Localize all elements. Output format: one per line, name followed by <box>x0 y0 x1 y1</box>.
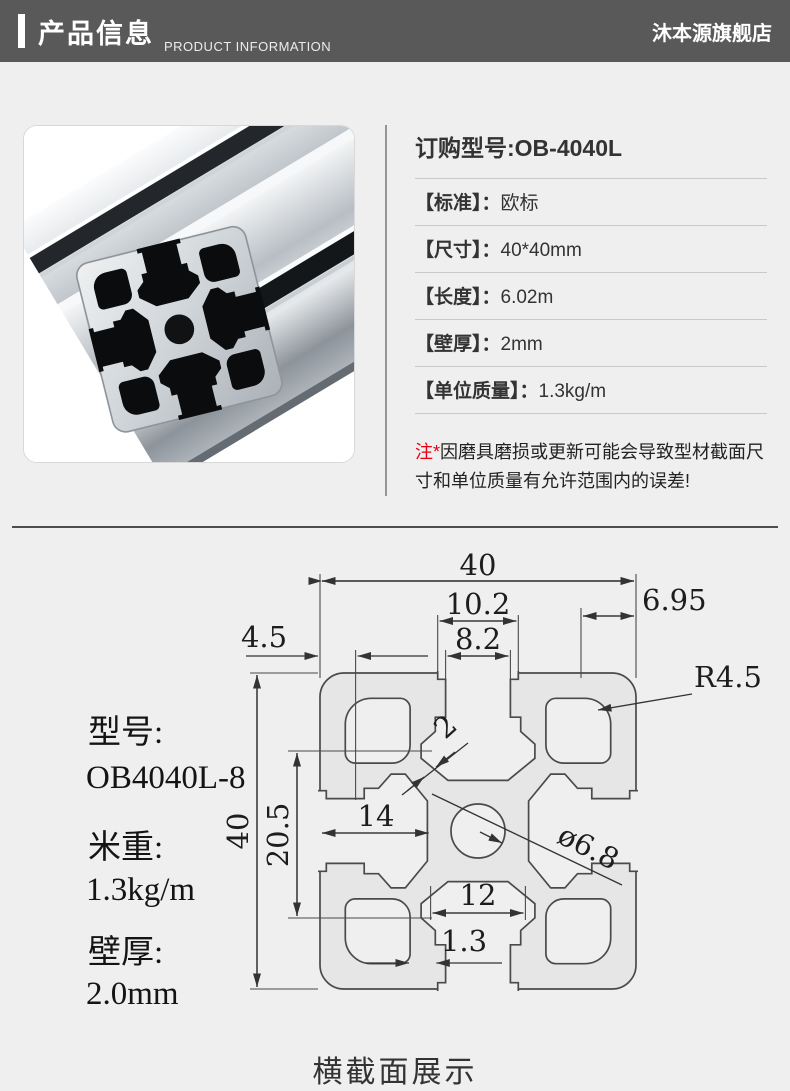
spec-label: 【标准】： <box>415 193 501 214</box>
spec-value: 2mm <box>500 334 543 355</box>
tolerance-note: 注*因磨具磨损或更新可能会导致型材截面尺寸和单位质量有允许范围内的误差! <box>415 438 770 496</box>
note-prefix: 注* <box>415 442 441 462</box>
spec-value: 40*40mm <box>500 240 582 261</box>
dim-cavity-span: 20.5 <box>261 802 295 867</box>
spec-row-size: 【尺寸】：40*40mm <box>415 226 767 273</box>
dim-corner-radius: R4.5 <box>694 660 762 694</box>
page-subtitle: PRODUCT INFORMATION <box>164 39 332 54</box>
dim-edge-step: 4.5 <box>241 620 287 654</box>
center-hole <box>450 802 506 859</box>
cross-section-drawing: 40 10.2 8.2 6.95 4.5 R4.5 2 14 20.5 40 ø… <box>0 538 790 1035</box>
order-model-title: 订购型号:OB-4040L <box>415 125 767 179</box>
spec-label: 【单位质量】： <box>415 381 539 402</box>
meter-weight-label: 米重: <box>88 829 163 866</box>
wall-label: 壁厚: <box>88 934 163 971</box>
spec-panel: 订购型号:OB-4040L 【标准】：欧标 【尺寸】：40*40mm 【长度】：… <box>385 125 767 496</box>
spec-label: 【尺寸】： <box>415 240 501 261</box>
extension-lines <box>250 573 637 990</box>
model-label: 型号: <box>88 715 163 751</box>
dimension-lines <box>246 576 693 987</box>
product-section: 订购型号:OB-4040L 【标准】：欧标 【尺寸】：40*40mm 【长度】：… <box>0 125 790 496</box>
meter-weight-value: 1.3kg/m <box>86 872 195 908</box>
dim-core-width: 12 <box>460 878 497 912</box>
profile-shape <box>317 669 639 992</box>
product-photo <box>24 126 354 462</box>
dim-slot-outer: 10.2 <box>446 587 511 621</box>
dim-core-offset: 14 <box>358 799 395 833</box>
spec-row-unit-weight: 【单位质量】：1.3kg/m <box>415 367 767 414</box>
photo-cross-section-face <box>73 223 286 436</box>
spec-row-standard: 【标准】：欧标 <box>415 179 767 226</box>
drawing-svg: 40 10.2 8.2 6.95 4.5 R4.5 2 14 20.5 40 ø… <box>86 548 762 1012</box>
model-value: OB4040L-8 <box>86 760 246 796</box>
spec-label: 【长度】： <box>415 287 501 308</box>
section-divider <box>12 525 778 528</box>
dim-corner-offset: 6.95 <box>642 583 707 617</box>
store-name: 沐本源旗舰店 <box>652 22 772 45</box>
page-title: 产品信息 <box>38 18 154 49</box>
spec-value: 1.3kg/m <box>538 381 607 402</box>
dim-lip-wall: 1.3 <box>441 924 487 958</box>
photo-center-hole <box>164 314 195 345</box>
spec-row-length: 【长度】：6.02m <box>415 273 767 320</box>
spec-value: 欧标 <box>500 193 539 214</box>
spec-value: 6.02m <box>500 287 554 308</box>
dim-height-left: 40 <box>221 812 255 849</box>
dim-width-top: 40 <box>460 548 497 582</box>
wall-value: 2.0mm <box>86 976 179 1012</box>
header-accent-bar <box>18 14 25 48</box>
dim-slot-opening: 8.2 <box>455 622 501 656</box>
spec-label: 【壁厚】： <box>415 334 501 355</box>
note-text: 因磨具磨损或更新可能会导致型材截面尺寸和单位质量有允许范围内的误差! <box>415 442 765 491</box>
drawing-caption: 横截面展示 <box>312 1055 478 1089</box>
page-header: 产品信息 PRODUCT INFORMATION 沐本源旗舰店 <box>0 0 790 62</box>
drawing-side-labels: 型号: OB4040L-8 米重: 1.3kg/m 壁厚: 2.0mm <box>86 715 246 1012</box>
spec-row-wall: 【壁厚】：2mm <box>415 320 767 367</box>
product-photo-card <box>23 125 355 463</box>
